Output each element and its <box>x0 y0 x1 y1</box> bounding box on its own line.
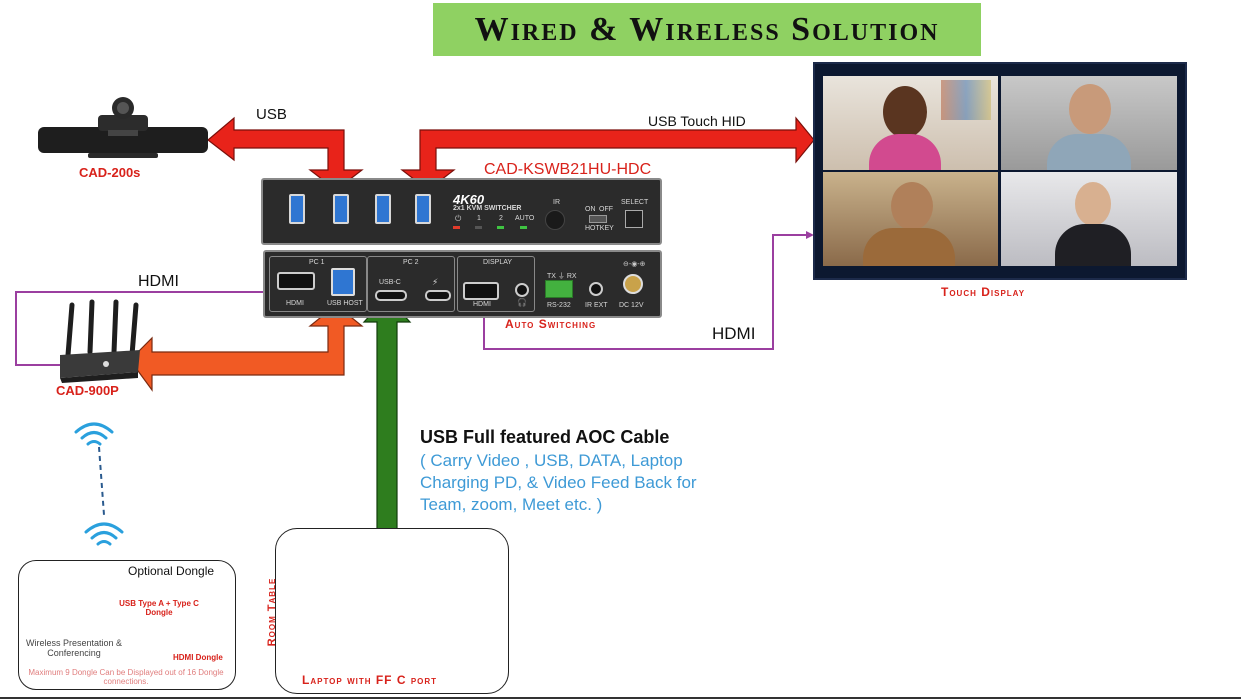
page-title: Wired & Wireless Solution <box>474 10 940 48</box>
led-1 <box>475 226 482 229</box>
dc-power-jack <box>623 274 643 294</box>
lightning-icon: ⚡ <box>432 277 439 287</box>
wireless-presentation-label: Wireless Presentation & Conferencing <box>25 638 123 658</box>
callout-heading: USB Full featured AOC Cable <box>420 427 670 447</box>
dc-label: DC 12V <box>619 302 644 309</box>
dongle-note: Maximum 9 Dongle Can be Displayed out of… <box>28 668 224 686</box>
auto-switching-label: Auto Switching <box>505 317 597 331</box>
router-device <box>60 299 140 383</box>
wireless-link-line <box>98 446 105 516</box>
video-tile-3 <box>823 172 998 266</box>
led-1-label: 1 <box>477 215 481 222</box>
display-label: DISPLAY <box>483 259 513 266</box>
hdmi-in-port <box>277 272 315 290</box>
usb-port-3 <box>375 194 391 224</box>
led-auto-label: AUTO <box>515 215 535 222</box>
hdmi-left-label: HDMI <box>138 273 179 290</box>
power-icon: ⏻ <box>455 214 462 223</box>
rs232-terminal <box>545 280 573 298</box>
usb-host-label: USB HOST <box>327 300 363 307</box>
touch-display <box>813 62 1187 280</box>
rs232-label: RS-232 <box>547 302 571 309</box>
callout-line-1: ( Carry Video , USB, DATA, Laptop <box>420 451 683 470</box>
usb-touch-label: USB Touch HID <box>648 113 746 129</box>
hdmi-right-label: HDMI <box>712 324 756 343</box>
pc1-group <box>269 256 367 312</box>
select-label: SELECT <box>621 199 649 206</box>
usb-label: USB <box>256 106 287 123</box>
usb-c-label: USB-C <box>379 279 401 286</box>
usb-c-port-1 <box>375 290 407 301</box>
ir-label: IR <box>553 199 560 206</box>
laptop-label: Laptop with FF C port <box>302 673 438 687</box>
dongle-panel <box>18 560 236 690</box>
video-tile-1 <box>823 76 998 170</box>
dongle-panel-title: Optional Dongle <box>128 564 215 578</box>
room-table-panel <box>275 528 509 694</box>
pc2-label: PC 2 <box>403 259 419 266</box>
on-label: ON <box>585 206 596 213</box>
wifi-icon-top <box>74 422 114 446</box>
wifi-icon-bottom <box>84 522 124 546</box>
display-label: Touch Display <box>941 285 1026 299</box>
camera-label: CAD-200s <box>79 165 141 180</box>
video-tile-4 <box>1001 172 1177 266</box>
pc1-label: PC 1 <box>309 259 325 266</box>
dongle-1-label: USB Type A + Type C Dongle <box>119 599 199 617</box>
kvm-subtitle: 2x1 KVM SWITCHER <box>453 205 522 212</box>
usb-host-port <box>331 268 355 296</box>
led-2 <box>497 226 504 229</box>
led-2-label: 2 <box>499 215 503 222</box>
callout-line-3: Team, zoom, Meet etc. ) <box>420 495 603 514</box>
dc-polarity-icon: ⊖-◉-⊕ <box>623 261 646 268</box>
room-table-label: Room Table <box>266 577 278 647</box>
callout-line-2: Charging PD, & Video Feed Back for <box>420 473 697 492</box>
hotkey-switch[interactable] <box>589 215 607 223</box>
led-auto <box>520 226 527 229</box>
bottom-border <box>0 697 1241 699</box>
display-group <box>457 256 535 312</box>
ir-ext-jack <box>589 282 603 296</box>
txrx-label: TX ⏚ RX <box>547 273 577 280</box>
hdmi-right-line <box>483 231 814 350</box>
headphone-icon: 🎧 <box>517 298 527 307</box>
usb-port-2 <box>333 194 349 224</box>
usb-port-1 <box>289 194 305 224</box>
select-button[interactable] <box>625 210 643 228</box>
ir-ext-label: IR EXT <box>585 302 608 309</box>
hdmi-in-label: HDMI <box>286 300 304 307</box>
off-label: OFF <box>599 206 613 213</box>
hotkey-label: HOTKEY <box>585 225 614 232</box>
camera-device <box>38 97 208 158</box>
hdmi-out-label: HDMI <box>473 301 491 308</box>
kvm-back-panel: PC 1 HDMI USB HOST PC 2 USB-C ⚡ DISPLAY … <box>263 250 662 318</box>
pc2-group <box>367 256 455 312</box>
kvm-front-panel: 4K60 2x1 KVM SWITCHER ⏻ 1 2 AUTO IR ON O… <box>261 178 662 245</box>
title-banner: Wired & Wireless Solution <box>433 3 981 56</box>
led-power <box>453 226 460 229</box>
dongle-2-label: HDMI Dongle <box>173 653 223 662</box>
video-tile-2 <box>1001 76 1177 170</box>
usb-port-4 <box>415 194 431 224</box>
ir-sensor <box>545 210 565 230</box>
hdmi-out-port <box>463 282 499 300</box>
kvm-brand: 4K60 <box>453 192 485 207</box>
audio-jack <box>515 283 529 297</box>
switcher-model-label: CAD-KSWB21HU-HDC <box>484 161 652 178</box>
router-label: CAD-900P <box>56 383 119 398</box>
usb-c-port-2 <box>425 290 451 301</box>
